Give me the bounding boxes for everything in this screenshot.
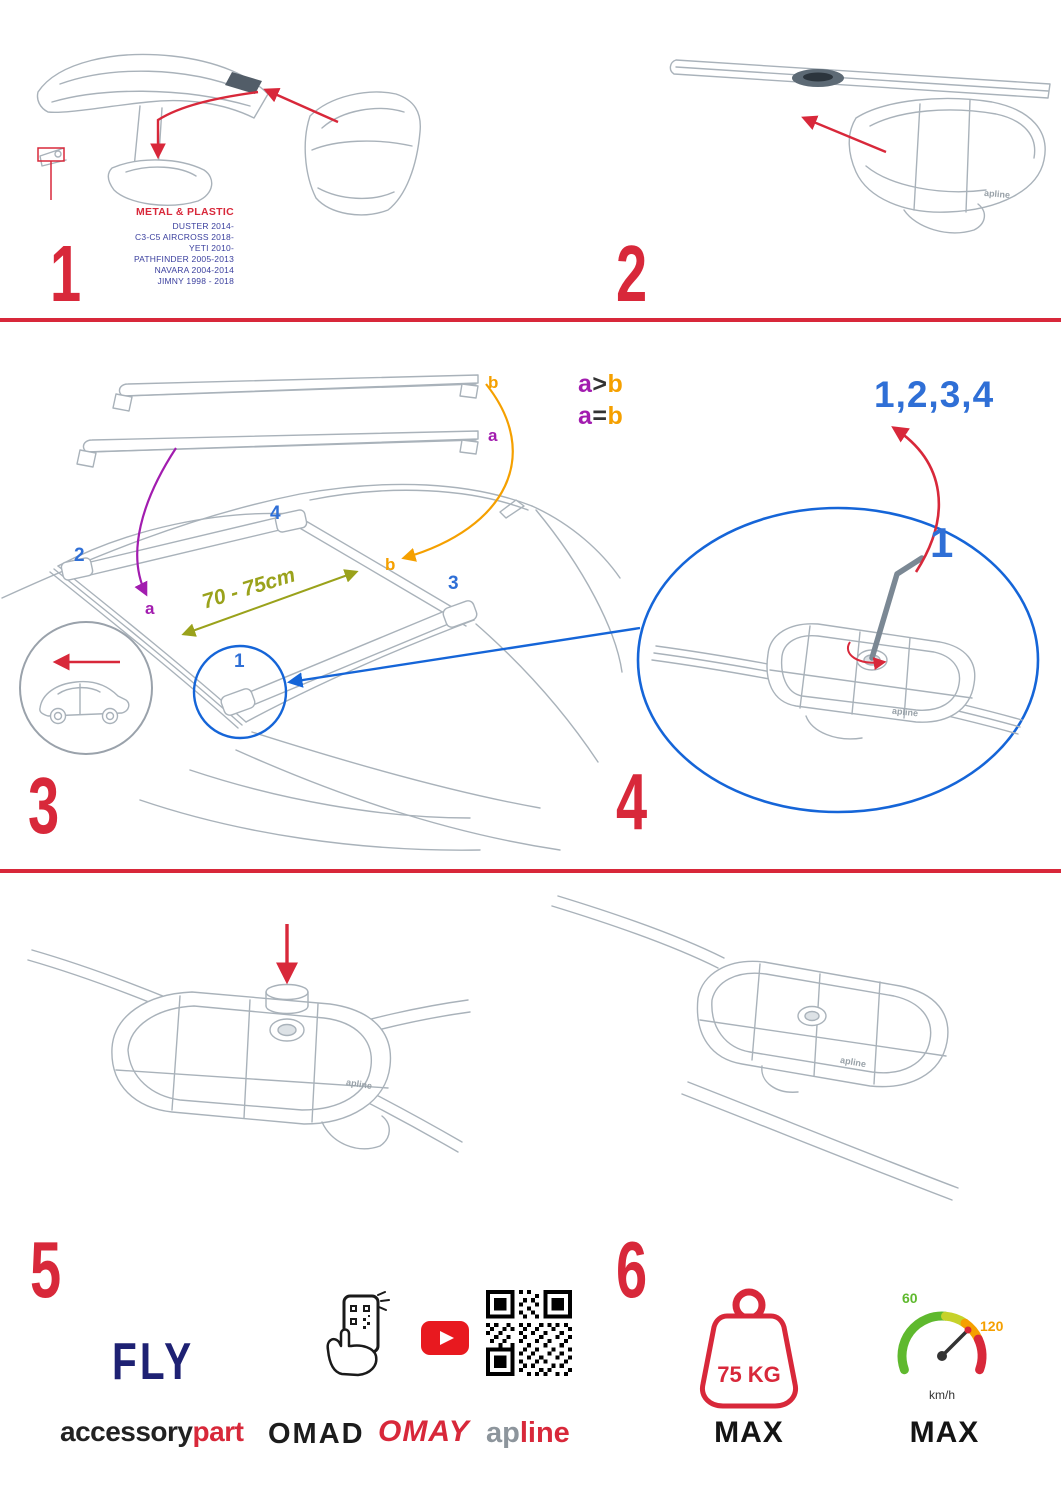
legend2-a: a: [578, 402, 593, 430]
step4-zoom-art: [636, 426, 1040, 814]
bar-end-art: [669, 59, 1051, 234]
step1-number: 1: [50, 229, 82, 318]
distance-arrow: [181, 569, 359, 637]
step1-heading: METAL & PLASTIC: [135, 206, 234, 218]
step3-number: 3: [28, 761, 60, 850]
bar-a-label: a: [488, 426, 498, 445]
step5-number: 5: [30, 1225, 62, 1314]
position-3-label: 3: [448, 573, 459, 594]
legend1-op: >: [592, 370, 608, 398]
bar-b-pointer-curve: [401, 383, 514, 562]
weight-max-label: MAX: [714, 1416, 784, 1449]
position-4-label: 4: [270, 503, 281, 524]
weight-limit-value: 75 KG: [717, 1362, 781, 1387]
accessorypart-logo-accessory: accessory: [60, 1416, 193, 1447]
position-2-label: 2: [74, 545, 85, 566]
sequence-arrow: [891, 426, 941, 573]
fly-logo: FLY: [112, 1333, 195, 1391]
legend2-op: =: [592, 402, 608, 430]
sequence-first-callout: 1: [930, 519, 954, 566]
step1-text-block: METAL & PLASTIC DUSTER 2014- C3-C5 AIRCR…: [72, 206, 234, 287]
speed-unit-label: km/h: [928, 1388, 955, 1402]
car-direction-inset: [19, 621, 153, 755]
section-divider: [0, 869, 1061, 873]
apline-logo: apline: [486, 1417, 570, 1450]
speed-max-label: MAX: [909, 1416, 980, 1449]
foot-cap-art: [27, 949, 471, 1153]
turn-arrow: [847, 641, 887, 671]
position-1-label: 1: [234, 651, 245, 672]
model-list-item: YETI 2010-: [189, 243, 234, 253]
qr-code: [486, 1290, 572, 1376]
legend2-b: b: [607, 402, 624, 430]
speed-limit: 60 120 km/h MAX: [872, 1286, 1017, 1461]
zoom-pointer-line: [286, 626, 641, 688]
step1-step2-drawing: [36, 53, 1051, 234]
weight-limit-icon: [699, 1288, 799, 1409]
bar-b-label: b: [488, 373, 499, 392]
step3-step4-drawing: [1, 374, 1040, 851]
model-list-item: PATHFINDER 2005-2013: [133, 254, 234, 264]
roof-foot-exploded-art: [36, 53, 421, 216]
step5-step6-drawing: [27, 895, 959, 1201]
roof-a-label: a: [145, 599, 155, 618]
allen-key-art: [869, 555, 925, 661]
step6-number: 6: [616, 1225, 648, 1314]
legend-line1: a>b: [578, 372, 623, 397]
youtube-icon: [421, 1321, 469, 1355]
weight-limit: 75 KG MAX: [690, 1286, 808, 1461]
model-list-item: DUSTER 2014-: [172, 221, 234, 231]
phone-scan-icon: [326, 1291, 390, 1377]
accessorypart-logo-part: part: [192, 1416, 244, 1447]
speedometer-icon: [897, 1311, 987, 1375]
step2-number: 2: [616, 229, 648, 318]
speed-high-label: 120: [980, 1318, 1004, 1334]
step1-arrows: [37, 87, 339, 200]
step4-number: 4: [616, 757, 648, 846]
roof-b-label: b: [385, 555, 396, 574]
legend-line2: a=b: [578, 404, 623, 429]
apline-logo-line: line: [519, 1417, 570, 1449]
omay-logo: OMAY: [378, 1415, 470, 1448]
apline-logo-ap: ap: [486, 1417, 520, 1449]
speed-low-label: 60: [902, 1290, 918, 1306]
accessorypart-logo: accessorypart: [60, 1416, 244, 1448]
tighten-sequence: 1,2,3,4: [874, 374, 995, 415]
model-list-item: NAVARA 2004-2014: [154, 265, 234, 275]
model-list-item: JIMNY 1998 - 2018: [157, 276, 234, 286]
step2-arrow: [801, 115, 887, 154]
legend1-b: b: [607, 370, 624, 398]
omad-logo: OMAD: [268, 1418, 365, 1450]
loose-bars-art: [76, 374, 479, 468]
legend1-a: a: [578, 370, 593, 398]
foot1-highlight-circle: [192, 644, 288, 740]
section-divider: [0, 318, 1061, 322]
bar-a-pointer-curve: [134, 447, 177, 597]
model-list-item: C3-C5 AIRCROSS 2018-: [135, 232, 234, 242]
mounted-foot-art: [551, 895, 959, 1201]
